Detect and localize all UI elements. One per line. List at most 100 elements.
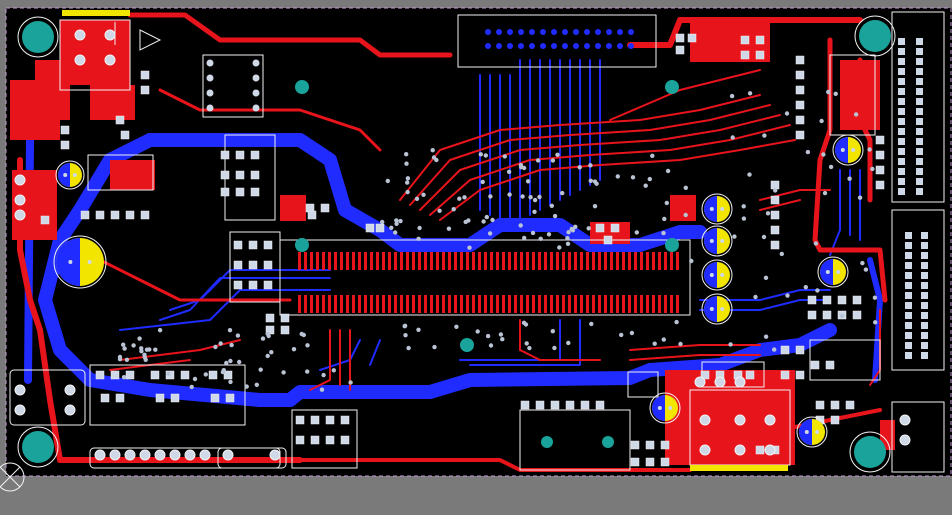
via [213, 344, 218, 350]
through-hole-pad [14, 404, 26, 416]
through-hole-pad [899, 434, 911, 446]
via [560, 190, 565, 196]
header-pin [551, 29, 557, 35]
via [762, 133, 767, 138]
connector-pad [460, 295, 463, 313]
smd-pad [770, 210, 780, 220]
via [220, 369, 226, 375]
connector-pad [628, 295, 631, 313]
via [498, 332, 504, 337]
via [394, 221, 399, 226]
through-hole-pad [899, 414, 911, 426]
through-hole-pad [734, 414, 746, 426]
via [139, 349, 144, 354]
connector-pad [538, 252, 541, 270]
via [430, 148, 435, 153]
via [805, 149, 811, 155]
via [728, 342, 733, 347]
smd-pad [110, 370, 120, 380]
via [566, 340, 571, 346]
header-pin [584, 29, 590, 35]
through-hole-pad [764, 414, 776, 426]
smd-pad [795, 370, 805, 380]
smd-pad [550, 400, 560, 410]
connector-pad [406, 295, 409, 313]
via [870, 166, 875, 172]
smd-pad [95, 210, 105, 220]
connector-pad [340, 295, 343, 313]
through-hole-pad [734, 444, 746, 456]
via [229, 342, 234, 348]
via [305, 343, 310, 348]
smd-pad [365, 223, 375, 233]
via [535, 158, 541, 163]
connector-pin [916, 128, 923, 135]
capacitor-outline [701, 193, 733, 225]
connector-pad [484, 252, 487, 270]
smd-pad [580, 400, 590, 410]
via [524, 341, 529, 346]
connector-pad [400, 252, 403, 270]
smd-pad [295, 415, 305, 425]
via [485, 333, 491, 339]
via [432, 344, 437, 350]
via [157, 328, 163, 333]
via [192, 376, 198, 382]
capacitor-pad [72, 173, 77, 177]
via [484, 214, 489, 220]
via [803, 285, 808, 290]
connector-pad [490, 295, 493, 313]
connector-pad [550, 295, 553, 313]
smd-pad [100, 393, 110, 403]
connector-pin [916, 38, 923, 45]
smd-pad [830, 415, 840, 425]
capacitor-pad [709, 307, 714, 311]
smd-pad [740, 35, 750, 45]
capacitor-pad [720, 207, 725, 211]
via [321, 372, 326, 378]
via [779, 251, 784, 257]
connector-pad [472, 252, 475, 270]
smd-pad [822, 310, 832, 320]
capacitor-pad [851, 148, 856, 152]
via [747, 172, 752, 177]
via [565, 241, 571, 246]
connector-pad [328, 295, 331, 313]
header-pin [518, 29, 524, 35]
smd-pad [795, 130, 805, 140]
capacitor-pad [840, 148, 845, 152]
via [867, 147, 872, 152]
connector-pad [430, 252, 433, 270]
connector-pad [652, 252, 655, 270]
connector-pin [916, 188, 923, 195]
smd-pad [223, 370, 233, 380]
connector-pad [400, 295, 403, 313]
connector-pad [358, 252, 361, 270]
via [530, 230, 536, 236]
connector-pad [664, 252, 667, 270]
connector-pad [448, 252, 451, 270]
through-hole-pad [104, 54, 116, 66]
connector-pin [905, 252, 912, 259]
via [741, 204, 746, 209]
header-pin [584, 43, 590, 49]
connector-pad [352, 295, 355, 313]
connector-pad [580, 295, 583, 313]
connector-pin [905, 342, 912, 349]
smd-pad [310, 415, 320, 425]
through-hole-pad [14, 209, 26, 221]
via [741, 216, 747, 221]
connector-pad [616, 252, 619, 270]
smd-pad [60, 125, 70, 135]
via [528, 195, 533, 200]
connector-pad [544, 252, 547, 270]
via [260, 336, 266, 341]
capacitor-pad [825, 270, 830, 274]
connector-pin [916, 148, 923, 155]
via [872, 295, 878, 300]
via [550, 329, 555, 334]
capacitor-outline [53, 235, 107, 289]
connector-pin [916, 98, 923, 105]
header-pin [496, 43, 502, 49]
